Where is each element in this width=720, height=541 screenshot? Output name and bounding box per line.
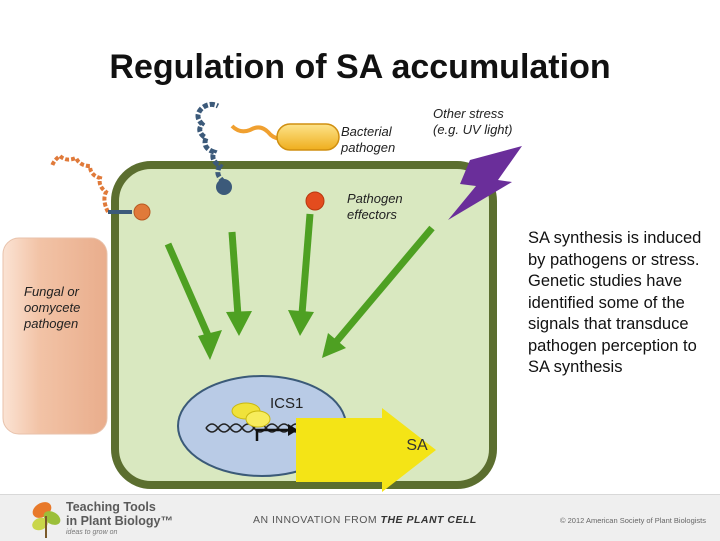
leaf-logo-icon [32,502,61,538]
bacterial-pathogen-label: Bacterial pathogen [341,124,396,155]
transcription-start-arrowhead [288,424,298,436]
brand-tagline: ideas to grow on [66,529,118,536]
footer-bar [0,494,720,541]
receptor-top-coil [195,101,226,184]
receptor-top-knob [216,179,232,195]
bacterium [276,123,340,151]
transcription-start-arrow [255,428,290,441]
copyright-text: © 2012 American Society of Plant Biologi… [560,516,707,525]
pathogen-effectors-label: Pathogen effectors [347,191,403,222]
effector-dot [305,191,325,211]
sa-output-arrow [296,408,436,492]
page-title: Regulation of SA accumulation [109,48,611,86]
signal-arrows [164,213,435,360]
brand-line-1: Teaching Tools [66,500,156,514]
innovation-credit: AN INNOVATION FROM THE PLANT CELL [253,514,477,526]
ics1-gene-label: ICS1 [270,395,304,412]
lightning-bolt-icon [448,146,522,220]
diagram-canvas [2,101,522,492]
innovation-prefix: AN INNOVATION FROM [253,514,378,526]
sa-label: SA [406,437,428,454]
other-stress-label: Other stress (e.g. UV light) [433,106,513,137]
explanation-text: SA synthesis is induced by pathogens or … [528,229,702,376]
receptor-left-knob [133,203,151,221]
innovation-source: THE PLANT CELL [380,514,477,526]
transcription-factor-2 [245,410,271,428]
fungal-pathogen-body [2,237,108,435]
fungal-pathogen-label: Fungal or oomycete pathogen [24,284,81,331]
brand-line-2: in Plant Biology™ [66,514,173,528]
receptor-coil-left [50,153,110,213]
